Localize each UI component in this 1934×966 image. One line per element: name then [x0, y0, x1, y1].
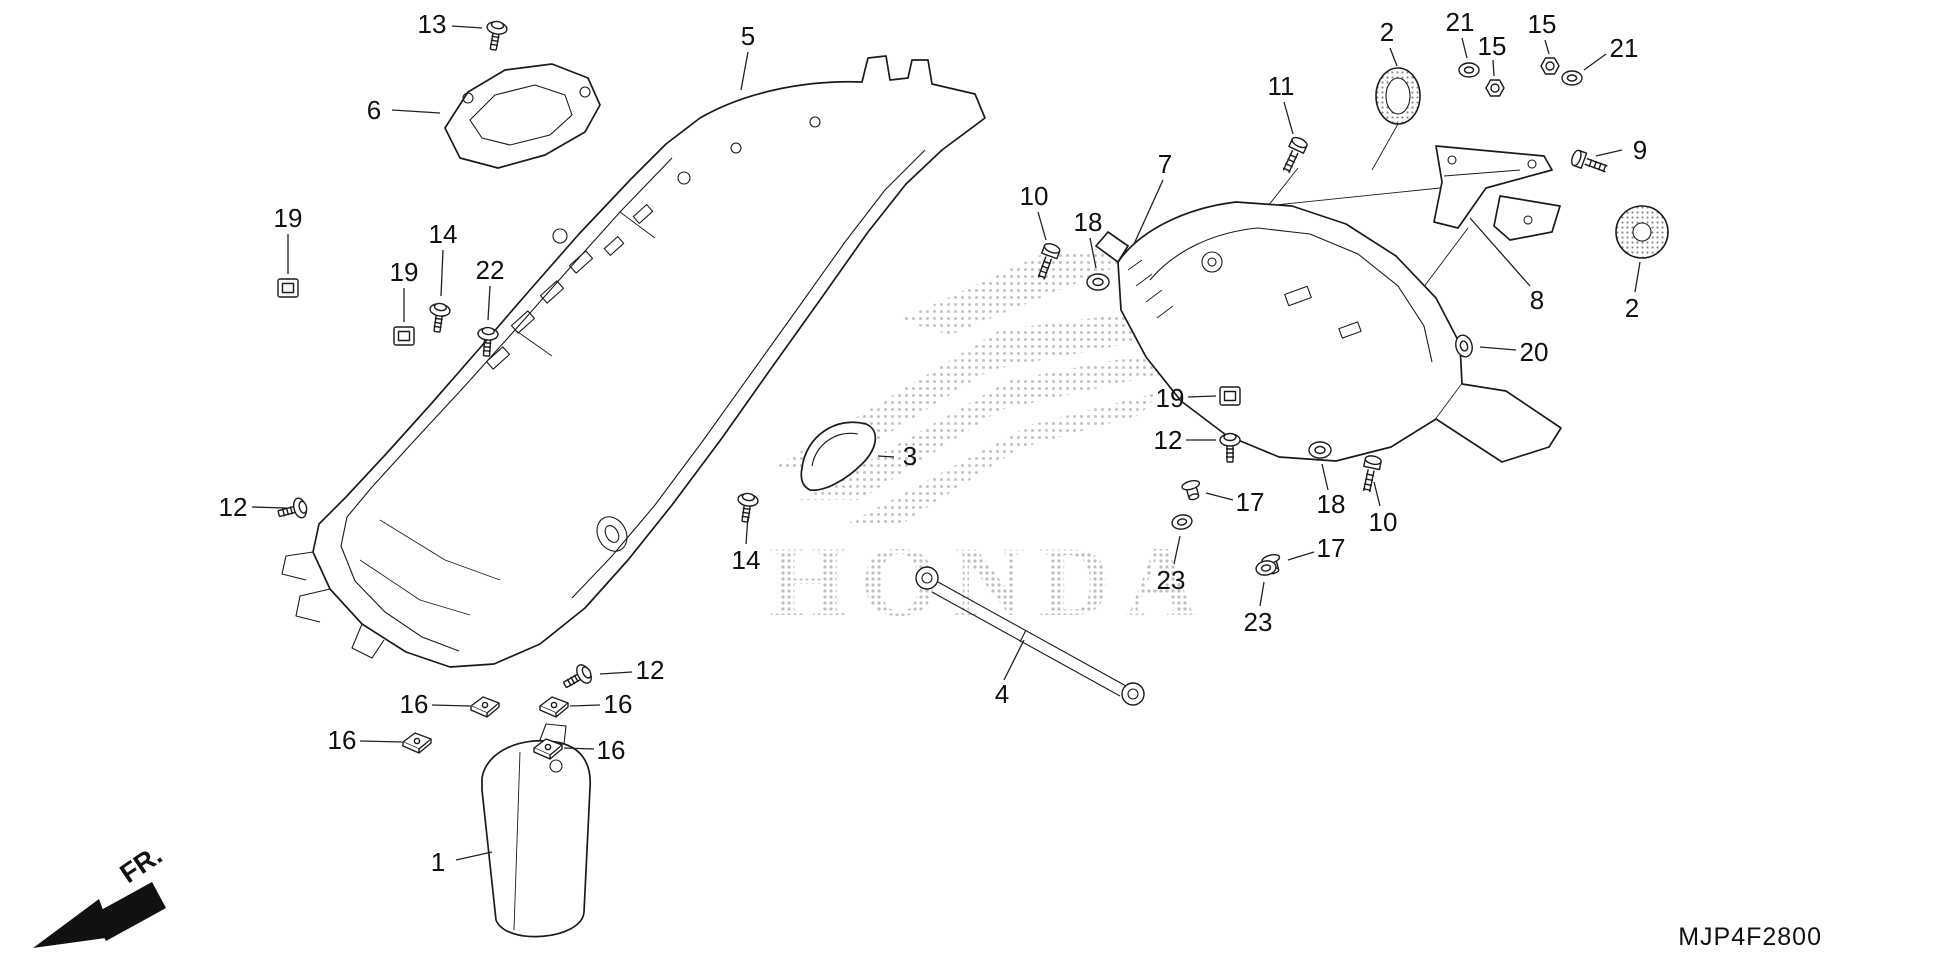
nut-icon [1485, 79, 1505, 97]
leader-line [431, 704, 471, 707]
washer-icon [1561, 70, 1583, 86]
leader-line [1287, 551, 1315, 561]
bolt-icon [1569, 148, 1610, 178]
top-bracket-part [444, 63, 601, 169]
rubber-pad-icon [470, 696, 500, 718]
leader-line [1634, 261, 1641, 293]
screw-icon [734, 491, 760, 524]
rubber-pad-icon [539, 696, 569, 718]
screw-icon [559, 661, 596, 695]
clip-icon [1219, 386, 1241, 406]
leader-line [1479, 346, 1517, 351]
collar-icon [1180, 478, 1204, 503]
leader-line [740, 51, 749, 91]
leader-line [745, 515, 749, 545]
leader-line [1089, 237, 1097, 269]
bolt-icon [1358, 453, 1383, 494]
leader-line [563, 747, 595, 750]
stay-bracket-part [1433, 145, 1561, 241]
leader-line [487, 285, 491, 321]
leader-line [1205, 492, 1234, 501]
band-strap-part [915, 566, 1145, 706]
fr-arrow: FR. [33, 840, 167, 948]
diagram-code: MJP4F2800 [1678, 923, 1822, 951]
rubber-pad-icon [402, 732, 432, 754]
disc-cap-part [1615, 205, 1669, 259]
clip-icon [277, 278, 299, 298]
mud-guard-part [481, 723, 592, 938]
leader-line [599, 671, 633, 675]
leader-line [391, 109, 441, 114]
grommet-icon [1308, 441, 1332, 459]
leader-line [877, 455, 895, 458]
leader-line [359, 740, 403, 743]
fr-label: FR. [115, 840, 168, 889]
leader-line [1492, 59, 1495, 77]
honda-watermark-text: HONDA [769, 526, 1211, 637]
leader-line [1133, 179, 1164, 245]
screw-icon [1219, 432, 1241, 463]
washer-icon [1458, 62, 1480, 78]
leader-line [1389, 47, 1398, 67]
leader-line [451, 25, 483, 29]
rear-fender-b-part [1095, 201, 1562, 463]
honda-wing-watermark [770, 240, 1230, 525]
rear-fender-a-part [281, 55, 986, 668]
side-grip-part [800, 421, 877, 491]
leader-line [1003, 639, 1025, 681]
screw-icon [275, 495, 310, 525]
leader-lines [251, 25, 1641, 861]
leader-line [1469, 217, 1531, 287]
leader-line [1187, 395, 1217, 398]
leader-line [1595, 149, 1623, 157]
nut-icon [1540, 57, 1560, 75]
leader-line [1259, 581, 1265, 607]
oval-grommet-part [1375, 67, 1421, 125]
assembly-lines [1245, 123, 1469, 293]
leader-line [1037, 211, 1047, 241]
leader-line [1283, 101, 1294, 135]
leader-line [569, 704, 601, 707]
leader-line [1544, 39, 1550, 55]
leader-line [1583, 53, 1607, 71]
leader-line [455, 851, 493, 861]
screw-icon [482, 19, 509, 53]
grommet-icon [1086, 273, 1110, 291]
leader-line [440, 249, 444, 297]
leader-line [1321, 463, 1329, 491]
bolt-icon [1278, 134, 1310, 176]
leader-line [251, 506, 287, 509]
clip-icon [393, 326, 415, 346]
leader-line [1173, 535, 1181, 565]
screw-icon [426, 301, 452, 334]
leader-line [1373, 481, 1381, 507]
leader-line [1461, 37, 1468, 59]
